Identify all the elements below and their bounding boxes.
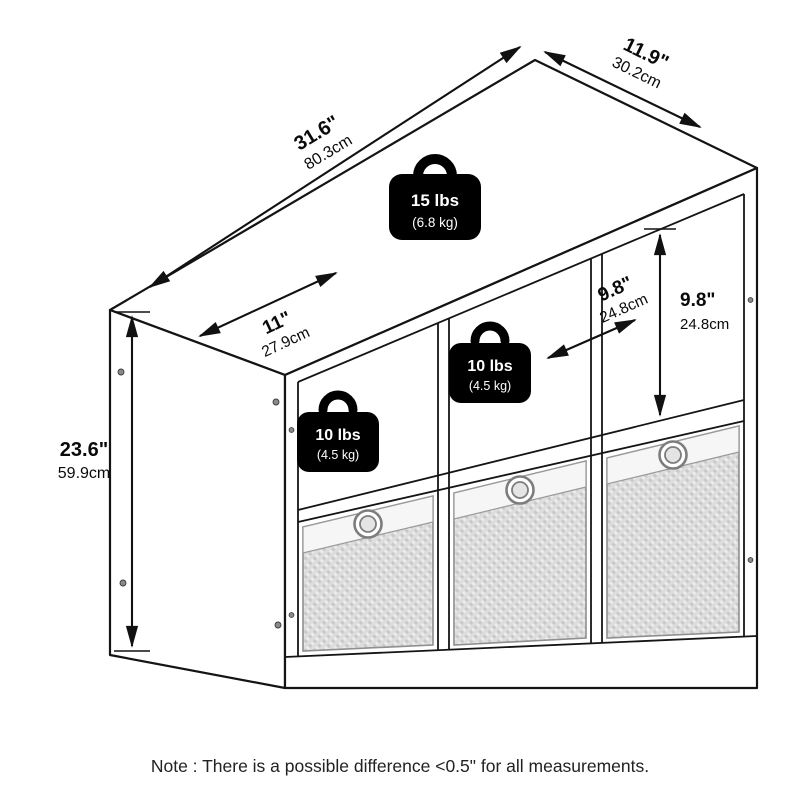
storage-bin-left [302, 494, 434, 652]
cam-screw-dot [288, 612, 295, 618]
storage-bin-middle [453, 459, 587, 646]
kettlebell-weight-icon [470, 321, 510, 346]
weight-badge-cube-middle: 10 lbs (4.5 kg) [449, 321, 531, 403]
cam-screw-dot [288, 427, 295, 433]
dimension-cube-height: 9.8" 24.8cm [644, 228, 729, 417]
dimension-label-inches: 9.8" [680, 290, 715, 311]
dimension-arrow [546, 319, 637, 359]
dimension-arrow [198, 272, 338, 337]
weight-kilograms-label: (4.5 kg) [317, 448, 359, 462]
bin-grommet-ring-icon [505, 475, 535, 505]
bin-grommet-ring-icon [658, 440, 688, 470]
cam-screw-dot [747, 557, 754, 563]
cam-screw-dot [272, 398, 280, 406]
dimension-label-cm: 24.8cm [680, 316, 729, 333]
dimension-arrow [148, 45, 522, 289]
dimension-overall-height: 23.6" 59.9cm [58, 311, 150, 652]
bin-grommet-ring-icon [353, 509, 383, 539]
cam-screw-dots [117, 297, 754, 629]
cam-screw-dot [117, 368, 125, 376]
kettlebell-weight-icon [318, 390, 358, 415]
cabinet-left-side-panel [108, 308, 287, 690]
weight-pounds-label: 15 lbs [411, 191, 459, 210]
weight-pounds-label: 10 lbs [467, 358, 512, 375]
cam-screw-dot [274, 621, 282, 629]
cam-screw-dot [119, 579, 127, 587]
weight-badge-cube-left: 10 lbs (4.5 kg) [297, 390, 379, 472]
weight-kilograms-label: (6.8 kg) [412, 215, 458, 230]
weight-kilograms-label: (4.5 kg) [469, 379, 511, 393]
dimension-label-inches: 23.6" [60, 439, 108, 461]
measurement-note: Note : There is a possible difference <0… [151, 756, 649, 776]
dimension-label-cm: 59.9cm [58, 465, 110, 482]
cam-screw-dot [747, 297, 754, 303]
weight-pounds-label: 10 lbs [315, 427, 360, 444]
dimension-arrow [543, 51, 702, 128]
storage-bin-right [606, 424, 740, 639]
